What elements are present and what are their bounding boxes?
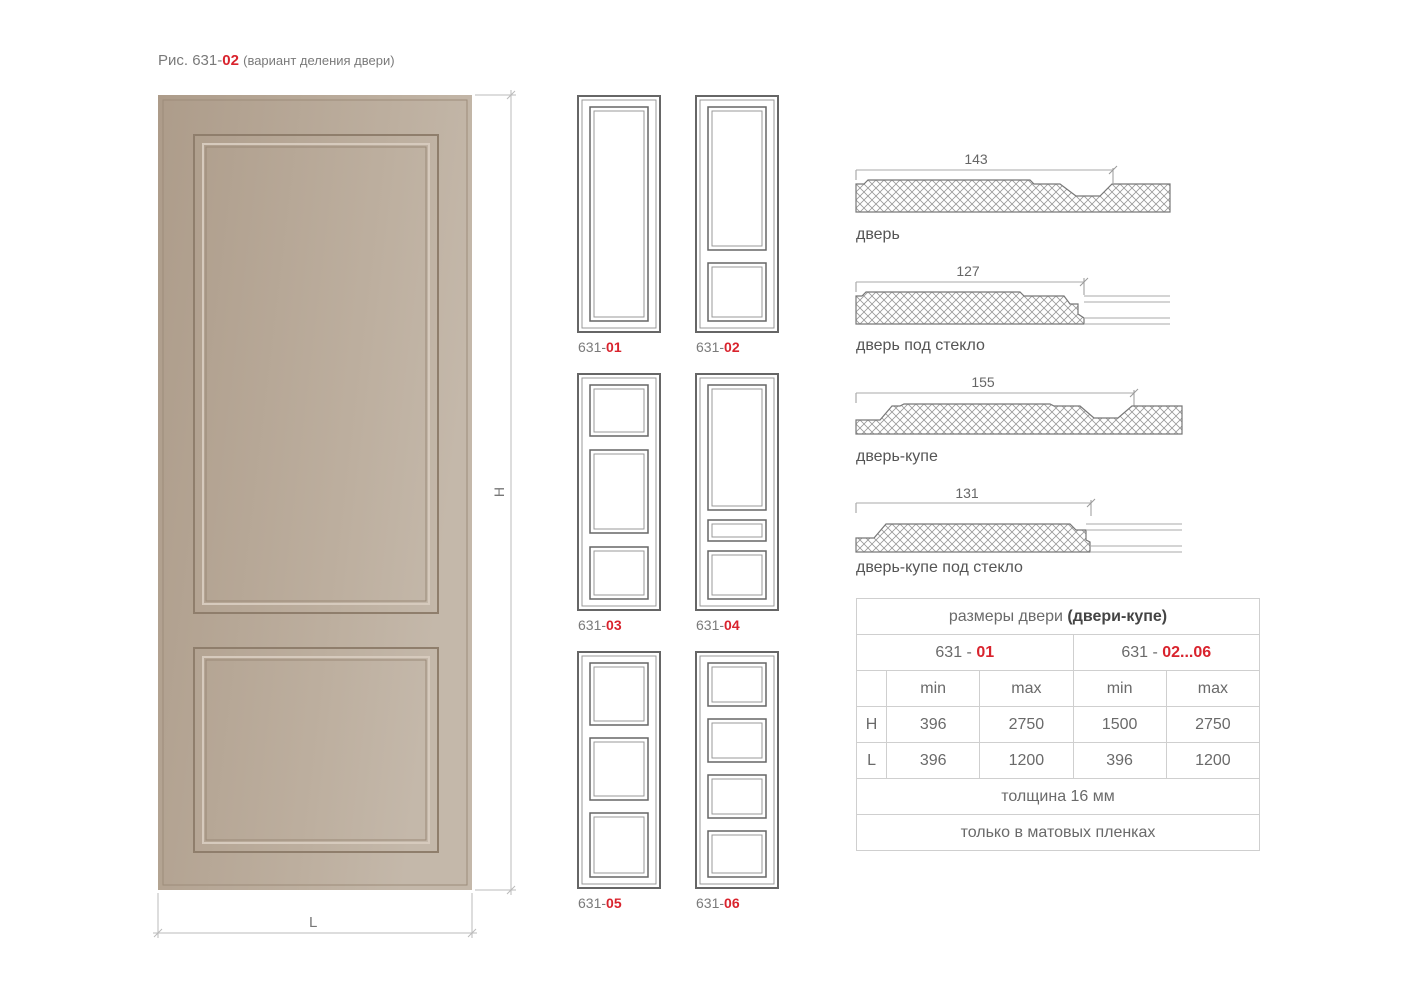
variant-panel <box>707 830 767 878</box>
table-corner-cell <box>855 670 888 707</box>
variant-label-02: 631-02 <box>696 339 740 355</box>
variant-panel <box>589 546 649 600</box>
table-thickness: толщина 16 мм <box>856 778 1260 815</box>
variant-panel <box>707 718 767 763</box>
table-col-min: min <box>1072 670 1167 707</box>
variant-label-03: 631-03 <box>578 617 622 633</box>
variant-panel <box>707 774 767 819</box>
door-variant-04 <box>695 373 779 611</box>
table-cell: 2750 <box>979 706 1074 743</box>
table-row: H 396 2750 1500 2750 <box>855 706 1261 743</box>
sizes-table: размеры двери (двери-купе) 631 - 01 631 … <box>855 598 1261 851</box>
table-cell: 396 <box>1072 742 1167 779</box>
profile-door-label: дверь <box>856 226 900 243</box>
door-variant-02 <box>695 95 779 333</box>
table-row-label: H <box>855 706 888 743</box>
profile-door-glass <box>855 277 1170 325</box>
table-cell: 2750 <box>1165 706 1261 743</box>
main-door <box>158 95 472 890</box>
table-group-631-01: 631 - 01 <box>856 634 1074 671</box>
profile-door <box>855 165 1171 213</box>
height-dimension-line <box>475 90 516 895</box>
variant-panel <box>707 550 767 600</box>
table-title: размеры двери (двери-купе) <box>856 598 1260 635</box>
profile-sliding-door-label: дверь-купе <box>856 448 938 465</box>
profile-door-glass-label: дверь под стекло <box>856 337 985 354</box>
variant-outer-frame <box>577 95 661 333</box>
variant-outer-frame <box>695 651 779 889</box>
door-variant-01 <box>577 95 661 333</box>
profile-sliding-door-glass-label: дверь-купе под стекло <box>856 559 1023 576</box>
figure-subtitle: (вариант деления двери) <box>243 53 395 68</box>
variant-panel <box>589 106 649 322</box>
table-cell: 1200 <box>1165 742 1261 779</box>
variant-panel <box>707 384 767 511</box>
table-note: только в матовых пленках <box>856 814 1260 851</box>
variant-label-04: 631-04 <box>696 617 740 633</box>
table-cell: 396 <box>886 742 981 779</box>
door-lower-panel <box>193 647 439 853</box>
variant-panel <box>589 812 649 878</box>
table-col-min: min <box>886 670 981 707</box>
door-variant-06 <box>695 651 779 889</box>
door-variant-03 <box>577 373 661 611</box>
table-row: L 396 1200 396 1200 <box>855 742 1261 779</box>
figure-title-code: 02 <box>222 52 239 69</box>
variant-panel <box>589 384 649 437</box>
width-label: L <box>309 914 318 931</box>
profile-door-dimension: 143 <box>964 151 988 167</box>
table-group-631-02-06: 631 - 02...06 <box>1072 634 1260 671</box>
door-variant-05 <box>577 651 661 889</box>
variant-panel <box>707 262 767 322</box>
table-cell: 1200 <box>979 742 1074 779</box>
profile-sliding-door-glass-dimension: 131 <box>955 485 979 501</box>
variant-outer-frame <box>577 373 661 611</box>
table-col-max: max <box>979 670 1074 707</box>
variant-panel <box>707 519 767 542</box>
table-cell: 396 <box>886 706 981 743</box>
table-row-label: L <box>855 742 888 779</box>
variant-outer-frame <box>577 651 661 889</box>
figure-title: Рис. 631-02 (вариант деления двери) <box>158 52 395 69</box>
variant-label-06: 631-06 <box>696 895 740 911</box>
variant-panel <box>589 662 649 726</box>
variant-label-01: 631-01 <box>578 339 622 355</box>
variant-outer-frame <box>695 95 779 333</box>
variant-panel <box>707 662 767 707</box>
profile-sliding-door-glass <box>855 498 1182 553</box>
variant-outer-frame <box>695 373 779 611</box>
variant-panel <box>589 737 649 801</box>
table-cell: 1500 <box>1072 706 1167 743</box>
profile-door-glass-dimension: 127 <box>956 263 980 279</box>
door-upper-panel <box>193 134 439 614</box>
profile-sliding-door <box>855 388 1183 435</box>
variant-panel <box>707 106 767 251</box>
profile-sliding-door-dimension: 155 <box>971 374 995 390</box>
variant-label-05: 631-05 <box>578 895 622 911</box>
table-col-max: max <box>1165 670 1261 707</box>
variant-panel <box>589 449 649 534</box>
width-dimension-line <box>153 893 477 938</box>
figure-title-prefix: Рис. 631- <box>158 52 223 69</box>
